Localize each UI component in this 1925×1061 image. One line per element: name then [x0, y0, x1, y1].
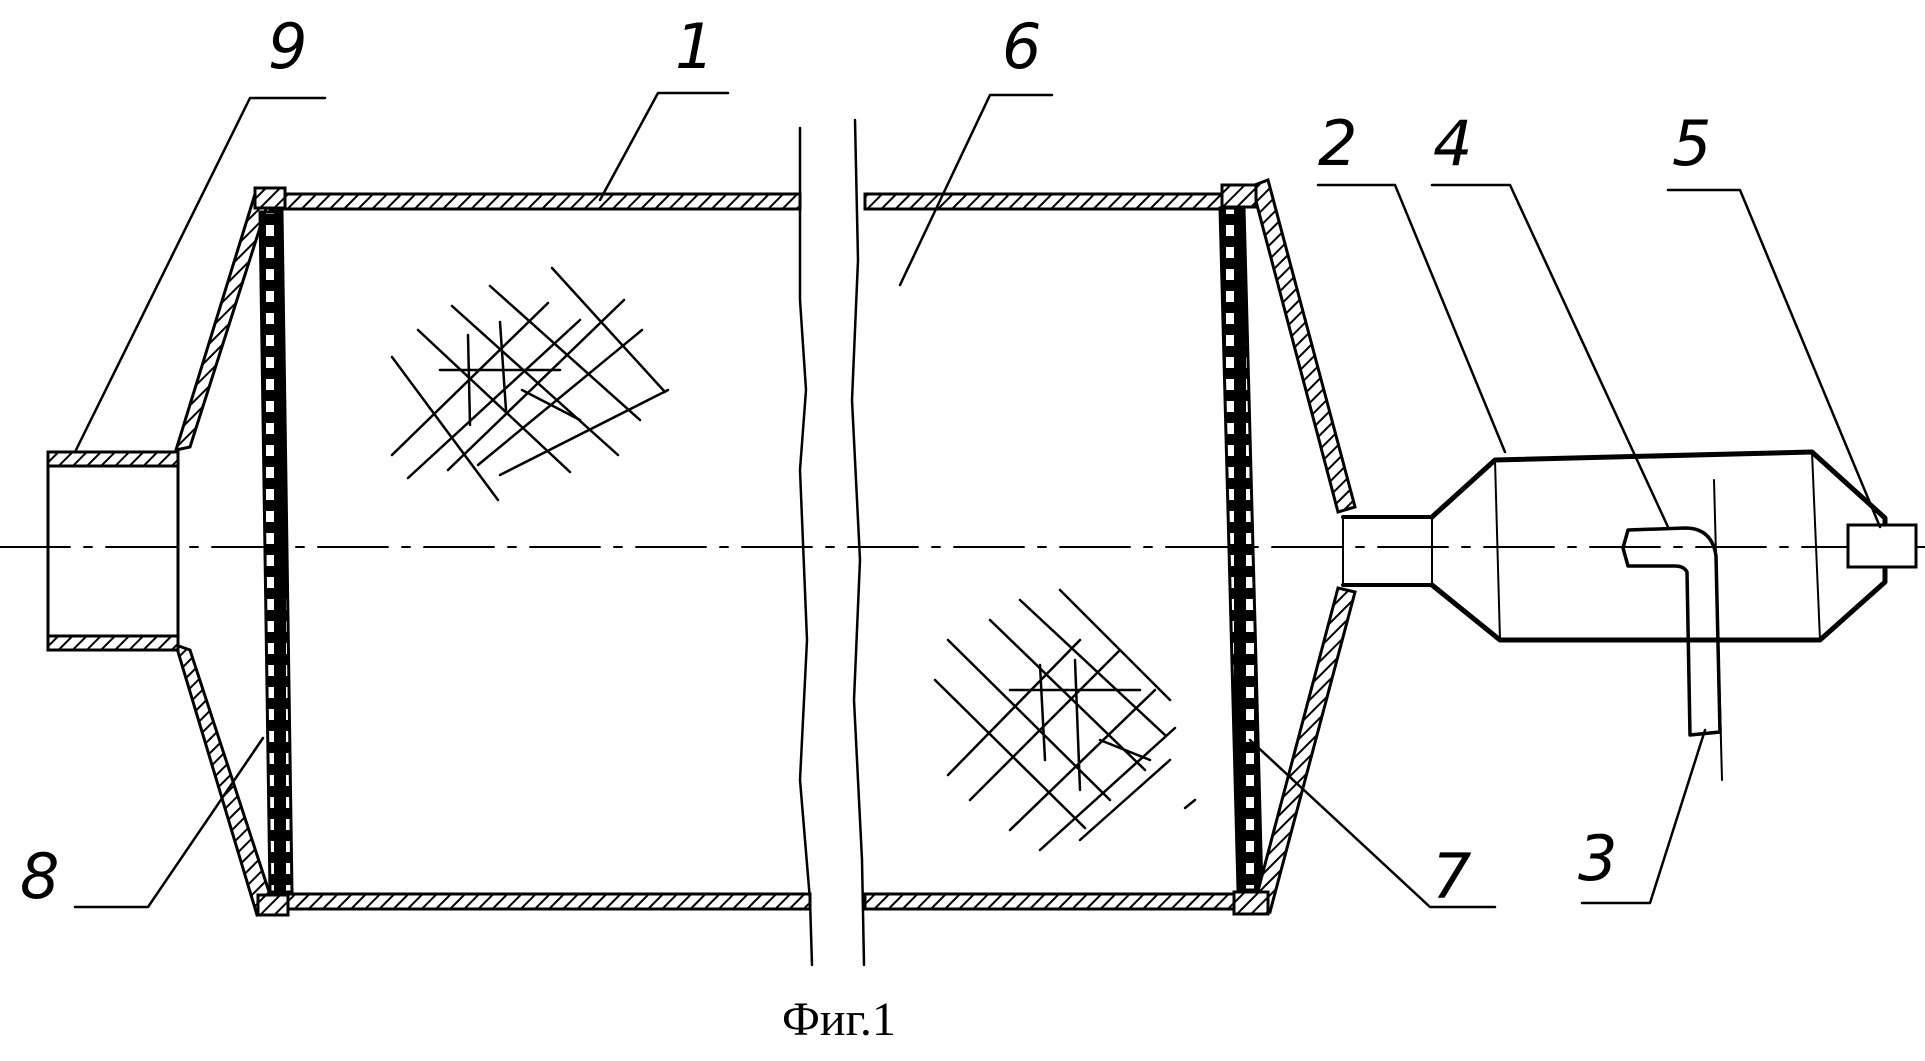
label-2: 2 — [1318, 107, 1357, 180]
leader-2 — [1316, 183, 1507, 454]
feed-line — [1713, 479, 1723, 781]
leader-4 — [1430, 183, 1670, 529]
left-flange-top — [253, 186, 287, 210]
label-3: 3 — [1578, 822, 1617, 895]
body-top-wall — [268, 192, 802, 211]
mesh-filler-upper — [390, 266, 670, 502]
reference-numbers: 9 1 6 2 4 5 8 7 3 — [20, 10, 1711, 913]
label-1: 1 — [675, 10, 714, 83]
leader-7 — [1248, 738, 1497, 909]
figure-caption: Фиг.1 — [782, 993, 896, 1046]
label-9: 9 — [268, 10, 307, 83]
right-flange-top — [1220, 183, 1258, 209]
injector-tube — [1621, 526, 1722, 737]
leader-6 — [898, 93, 1054, 287]
label-4: 4 — [1433, 107, 1472, 180]
right-cone — [1220, 178, 1357, 916]
break-lines — [798, 118, 866, 967]
leader-3 — [1580, 728, 1707, 905]
leader-9 — [73, 96, 327, 454]
left-perforated-grid — [258, 210, 294, 894]
body-bottom-wall — [268, 892, 812, 911]
nozzle — [1846, 523, 1918, 569]
body-top-wall-right — [863, 192, 1227, 211]
label-8: 8 — [20, 840, 59, 913]
label-6: 6 — [1002, 10, 1041, 83]
left-flange-bottom — [256, 893, 290, 917]
leader-8 — [73, 736, 265, 909]
leader-5 — [1666, 188, 1882, 529]
leader-lines — [73, 91, 1882, 909]
right-flange-bottom — [1232, 890, 1270, 916]
left-cone — [173, 186, 290, 917]
leader-1 — [598, 91, 730, 202]
inlet-pipe — [46, 450, 180, 652]
outlet-pipe — [1341, 515, 1434, 587]
label-7: 7 — [1432, 840, 1471, 913]
mesh-filler-lower — [933, 588, 1197, 852]
label-5: 5 — [1672, 107, 1711, 180]
right-perforated-grid — [1218, 206, 1264, 892]
body-bottom-wall-right — [863, 892, 1237, 911]
main-body — [268, 192, 1237, 911]
